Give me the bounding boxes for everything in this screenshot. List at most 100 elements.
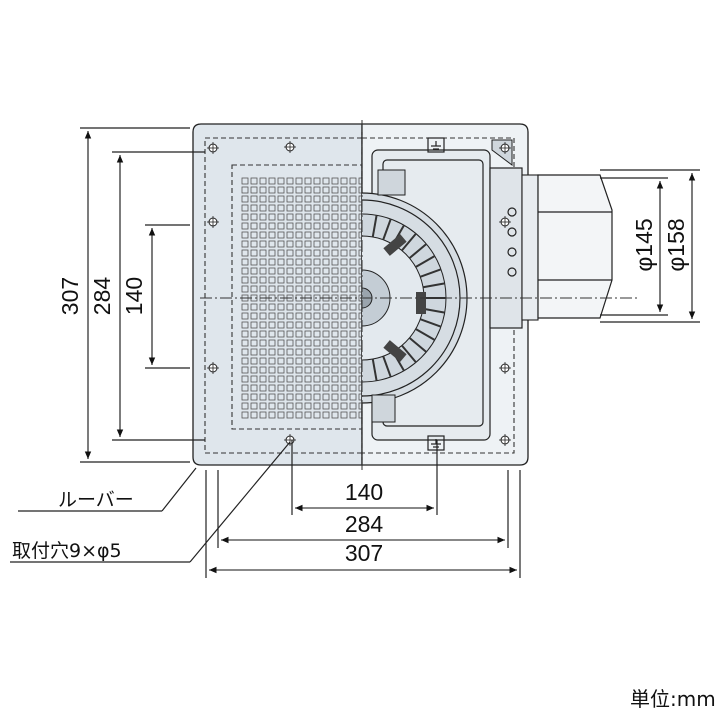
grille-cell [313,267,321,275]
grille-cell [322,258,330,266]
grille-cell [259,195,267,203]
grille-cell [286,177,294,185]
grille-cell [295,312,303,320]
grille-cell [295,402,303,410]
grille-cell [340,267,348,275]
grille-cell [349,339,357,347]
grille-cell [349,276,357,284]
fan-blade [408,337,427,353]
grille-cell [313,258,321,266]
grille-cell [304,402,312,410]
grille-cell [295,339,303,347]
grille-cell [286,357,294,365]
grille-cell [241,240,249,248]
grille-cell [241,366,249,374]
grille-cell [340,393,348,401]
grille-cell [358,276,362,284]
grille-cell [295,222,303,230]
grille-cell [304,177,312,185]
grille-cell [295,204,303,212]
grille-cell [259,222,267,230]
grille-cell [295,267,303,275]
grille-cell [304,186,312,194]
dim-diameter-158: φ158 [663,218,689,271]
grille-cell [304,249,312,257]
grille-cell [268,231,276,239]
grille-cell [358,348,362,356]
grille-cell [241,222,249,230]
grille-cell [322,249,330,257]
grille-cell [331,186,339,194]
grille-cell [241,303,249,311]
grille-cell [304,303,312,311]
grille-cell [322,411,330,419]
grille-cell [340,195,348,203]
grille-cell [322,177,330,185]
grille-cell [322,276,330,284]
grille-cell [331,384,339,392]
grille-cell [322,267,330,275]
grille-cell [322,339,330,347]
grille-cell [304,267,312,275]
fan-blade [422,282,445,289]
fan-blade [371,215,378,238]
grille-cell [313,276,321,284]
grille-cell [277,312,285,320]
grille-cell [313,357,321,365]
grille-cell [340,366,348,374]
grille-cell [295,384,303,392]
grille-cell [268,267,276,275]
mounting-hole-label: 取付穴9×φ5 [12,540,122,562]
grille-cell [358,303,362,311]
grille-cell [331,366,339,374]
grille-cell [322,330,330,338]
grille-cell [295,258,303,266]
grille-cell [349,384,357,392]
grille-cell [340,384,348,392]
grille-cell [259,204,267,212]
grille-cell [250,267,258,275]
grille-cell [295,357,303,365]
grille-cell [268,177,276,185]
grille-cell [313,384,321,392]
grille-cell [250,393,258,401]
mounting-hole-icon [207,141,511,446]
grille-cell [295,348,303,356]
grille-cell [250,321,258,329]
fan-blade [419,318,442,328]
grille-cell [358,222,362,230]
grille-cell [277,411,285,419]
grille-cell [349,375,357,383]
grille-cell [304,258,312,266]
grille-cell [349,393,357,401]
grille-cell [331,222,339,230]
grille-cell [340,411,348,419]
grille-cell [322,393,330,401]
leader-lines [10,441,291,563]
grille-cell [259,240,267,248]
dimension-lines [84,131,696,574]
grille-cell [313,240,321,248]
grille-cell [250,384,258,392]
grille-cell [286,366,294,374]
grille-cell [286,312,294,320]
grille-cell [358,294,362,302]
grille-cell [340,186,348,194]
grille-cell [358,384,362,392]
grille-cell [286,321,294,329]
grille-cell [286,303,294,311]
grille-cell [250,402,258,410]
grille-cell [340,303,348,311]
grille-cell [331,240,339,248]
grille-cell [313,222,321,230]
grille-cell [322,402,330,410]
dim-diameter-145: φ145 [631,218,657,271]
grille-cell [286,231,294,239]
grille-cell [286,375,294,383]
grille-cell [286,411,294,419]
grille-cell [259,177,267,185]
dim-width-140: 140 [345,479,383,505]
grille-cell [259,312,267,320]
grille-cell [250,240,258,248]
